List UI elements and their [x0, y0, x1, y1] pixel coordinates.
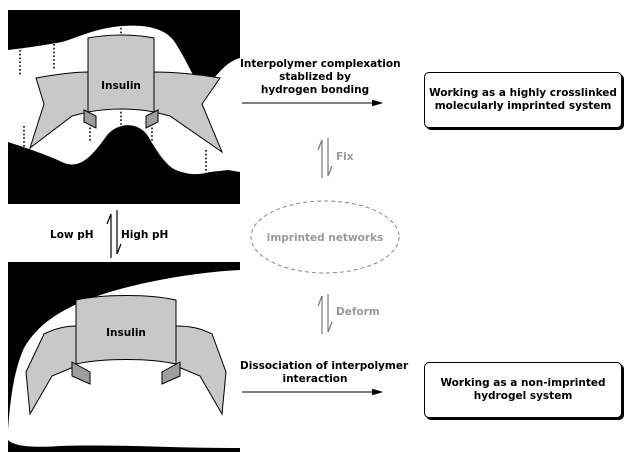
- top-process-label: Interpolymer complexation stablized by h…: [240, 58, 401, 97]
- fix-equilibrium-arrows: [317, 138, 333, 178]
- bottom-insulin-ribbon: [25, 295, 227, 416]
- bottom-result-box: Working as a non-imprinted hydrogel syst…: [424, 362, 622, 418]
- imprinted-networks-ellipse: [250, 200, 400, 274]
- top-insulin-label: Insulin: [101, 80, 141, 92]
- top-imprinted-cavity: [8, 10, 240, 204]
- top-result-box: Working as a highly crosslinked molecula…: [424, 72, 622, 128]
- bottom-result-line-1: Working as a non-imprinted: [440, 377, 606, 389]
- top-process-line-1: Interpolymer complexation: [240, 58, 401, 70]
- deform-equilibrium-arrows: [317, 294, 333, 334]
- top-process-line-3: hydrogen bonding: [260, 84, 370, 96]
- fix-label: Fix: [336, 151, 354, 163]
- top-result-line-1: Working as a highly crosslinked: [429, 87, 617, 99]
- top-insulin-ribbon: [29, 34, 224, 154]
- top-result-line-2: molecularly imprinted system: [434, 100, 612, 112]
- imprinted-networks-label: imprinted networks: [267, 232, 384, 244]
- bottom-process-label: Dissociation of interpolymer interaction: [240, 360, 409, 386]
- bottom-process-line-1: Dissociation of interpolymer: [240, 360, 409, 372]
- bottom-insulin-label: Insulin: [106, 327, 146, 339]
- bottom-nonimprinted-network: [8, 262, 240, 452]
- bottom-process-line-2: interaction: [282, 373, 348, 385]
- ph-equilibrium-arrows: [106, 210, 122, 258]
- high-ph-label: High pH: [121, 229, 169, 241]
- deform-label: Deform: [336, 306, 380, 318]
- bottom-result-line-2: hydrogel system: [473, 390, 573, 402]
- top-process-line-2: stablized by: [279, 71, 351, 83]
- low-ph-label: Low pH: [50, 229, 94, 241]
